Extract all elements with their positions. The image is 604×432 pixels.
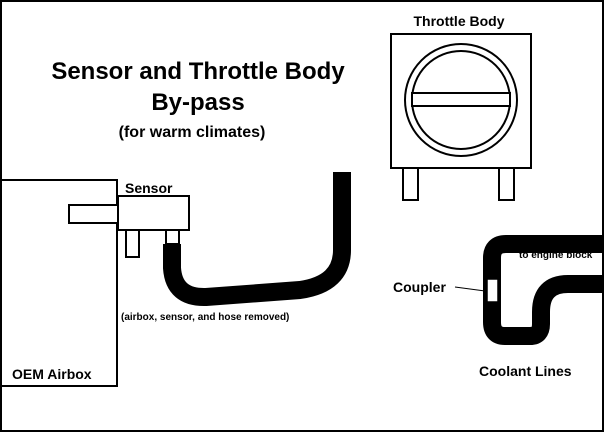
coupler-label: Coupler (393, 279, 446, 295)
title-line-1: Sensor and Throttle Body (51, 58, 345, 85)
title-line-2: By-pass (151, 89, 245, 116)
throttle-plate (411, 92, 511, 107)
coupler (486, 278, 499, 303)
throttle-body-label: Throttle Body (413, 13, 505, 29)
coolant-line (483, 235, 603, 345)
to-engine-block-label: to engine block (519, 250, 593, 261)
throttle-body-right-port (498, 167, 515, 201)
throttle-body-left-port (402, 167, 419, 201)
sensor-hose-nozzle (165, 229, 180, 245)
sensor-lower-nozzle (125, 229, 140, 258)
removed-note: (airbox, sensor, and hose removed) (121, 312, 290, 323)
sensor-label: Sensor (125, 180, 173, 196)
sensor-body (117, 195, 190, 231)
title-line-3: (for warm climates) (118, 124, 266, 141)
sensor-left-nozzle (68, 204, 120, 224)
bypass-hose (163, 172, 351, 306)
oem-airbox-label: OEM Airbox (12, 366, 92, 382)
coolant-lines-label: Coolant Lines (479, 363, 572, 379)
coupler-leader-line (454, 286, 486, 292)
